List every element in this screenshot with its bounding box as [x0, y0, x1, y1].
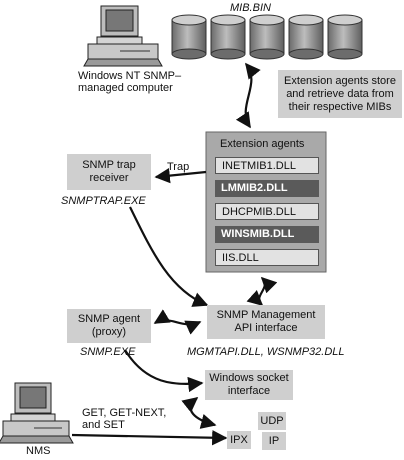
dll-lmmib2: LMMIB2.DLL: [215, 180, 319, 197]
snmptrap-exe-label: SNMPTRAP.EXE: [61, 195, 146, 207]
snmp-trap-receiver-box: SNMP trap receiver: [67, 154, 151, 190]
dll-inetmib1: INETMIB1.DLL: [215, 157, 319, 174]
arrow-nms-to-ipx: [71, 430, 228, 446]
snmp-management-api-box: SNMP Management API interface: [207, 305, 325, 339]
ip-box: IP: [262, 432, 286, 450]
arrow-trap-to-api: [129, 206, 209, 307]
windows-socket-interface-box: Windows socket interface: [205, 370, 293, 400]
mgmt-api-dlls-label: MGMTAPI.DLL, WSNMP32.DLL: [187, 346, 345, 358]
database-cylinder-5: [327, 14, 363, 60]
arrow-trap: [154, 167, 207, 184]
mib-file-label: MIB.BIN: [230, 2, 271, 14]
snmp-exe-label: SNMP.EXE: [80, 346, 136, 358]
extension-agents-panel: [205, 131, 327, 273]
snmp-agent-box: SNMP agent (proxy): [67, 309, 151, 343]
managed-computer-icon: [83, 5, 163, 67]
ipx-box: IPX: [227, 431, 251, 449]
arrow-winsock-to-protocols: [181, 397, 217, 429]
extension-agents-title: Extension agents: [220, 138, 305, 150]
dll-iis: IIS.DLL: [215, 249, 319, 266]
arrow-agent-to-winsock: [124, 349, 204, 393]
database-cylinder-3: [249, 14, 285, 60]
extension-agents-note: Extension agents store and retrieve data…: [278, 70, 402, 118]
nms-label: NMS: [26, 445, 51, 457]
mib-database-icons: [171, 14, 363, 60]
database-cylinder-2: [210, 14, 246, 60]
trap-arrow-label: Trap: [167, 161, 190, 173]
dll-dhcpmib: DHCPMIB.DLL: [215, 203, 319, 220]
managed-computer-label: Windows NT SNMP– managed computer: [78, 70, 182, 94]
database-cylinder-1: [171, 14, 207, 60]
database-cylinder-4: [288, 14, 324, 60]
udp-box: UDP: [258, 412, 286, 430]
nms-computer-icon: [0, 382, 74, 444]
dll-winsmib: WINSMIB.DLL: [215, 226, 319, 243]
arrow-agent-to-api: [153, 309, 202, 335]
arrow-mib-to-agents: [235, 62, 261, 129]
nms-operations-label: GET, GET-NEXT, and SET: [82, 407, 167, 431]
arrow-agents-to-api: [246, 276, 278, 307]
